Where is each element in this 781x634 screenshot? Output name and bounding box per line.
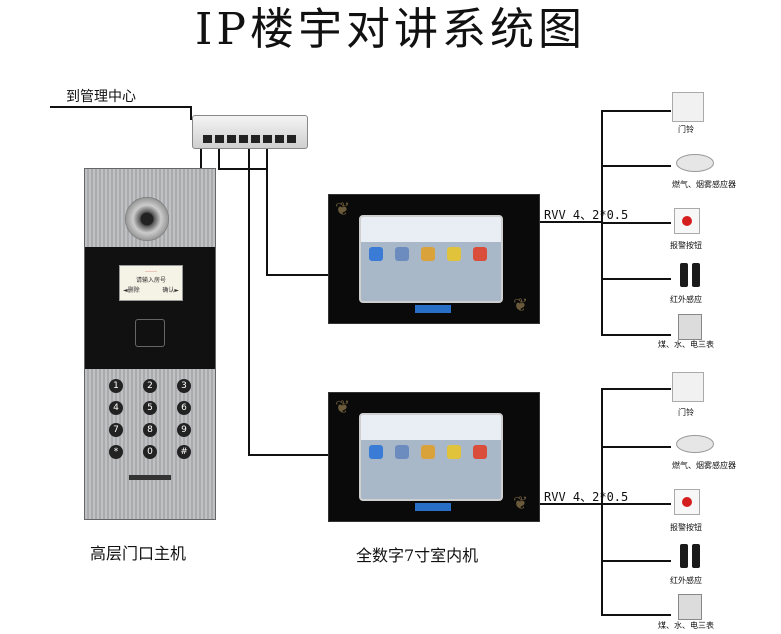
smoke-detector-icon [676, 154, 714, 172]
alarm-button-icon [674, 208, 700, 234]
management-center-label: 到管理中心 [66, 89, 136, 105]
infrared-sensor-icon [680, 544, 688, 568]
door-station-label: 高层门口主机 [90, 544, 187, 563]
brand-logo [415, 305, 451, 313]
keypad-key[interactable]: 9 [177, 423, 191, 437]
device-label: 煤、水、电三表 [658, 621, 714, 630]
keypad-key[interactable]: 2 [143, 379, 157, 393]
keypad-key[interactable]: 6 [177, 401, 191, 415]
keypad-key[interactable]: # [177, 445, 191, 459]
indoor-monitor-bottom: ❦ ❦ [328, 392, 540, 522]
diagram-title: IP楼宇对讲系统图 [195, 4, 586, 55]
utility-meter-icon [678, 314, 702, 340]
keypad-key[interactable]: 5 [143, 401, 157, 415]
device-label: 红外感应 [670, 295, 702, 304]
device-label: 报警按钮 [670, 523, 702, 532]
keypad-key[interactable]: 0 [143, 445, 157, 459]
keypad-key[interactable]: 4 [109, 401, 123, 415]
speaker-grille [129, 475, 171, 480]
door-station-lcd: …… 请输入房号 ◄删除确认► [119, 265, 183, 301]
keypad-key[interactable]: 7 [109, 423, 123, 437]
keypad-key[interactable]: 1 [109, 379, 123, 393]
door-station-unit: …… 请输入房号 ◄删除确认► 1 2 3 4 5 6 7 8 9 * 0 # [84, 168, 216, 520]
infrared-sensor-icon [692, 544, 700, 568]
device-label: 报警按钮 [670, 241, 702, 250]
indoor-monitor-top: ❦ ❦ [328, 194, 540, 324]
doorbell-icon [672, 372, 704, 402]
monitor-screen [359, 215, 503, 303]
device-label: 燃气、烟雾感应器 [672, 461, 736, 470]
infrared-sensor-icon [692, 263, 700, 287]
device-label: 红外感应 [670, 576, 702, 585]
keypad-key[interactable]: 8 [143, 423, 157, 437]
device-label: 燃气、烟雾感应器 [672, 180, 736, 189]
camera-icon [125, 197, 169, 241]
card-reader-icon [135, 319, 165, 347]
device-label: 门铃 [678, 125, 694, 134]
network-switch [192, 115, 308, 149]
smoke-detector-icon [676, 435, 714, 453]
monitor-screen [359, 413, 503, 501]
cable-spec-top: RVV 4、2*0.5 [544, 208, 629, 222]
device-label: 煤、水、电三表 [658, 340, 714, 349]
brand-logo [415, 503, 451, 511]
alarm-button-icon [674, 489, 700, 515]
cable-spec-bottom: RVV 4、2*0.5 [544, 490, 629, 504]
infrared-sensor-icon [680, 263, 688, 287]
device-label: 门铃 [678, 408, 694, 417]
indoor-monitor-label: 全数字7寸室内机 [356, 546, 479, 565]
keypad-key[interactable]: 3 [177, 379, 191, 393]
utility-meter-icon [678, 594, 702, 620]
doorbell-icon [672, 92, 704, 122]
keypad-key[interactable]: * [109, 445, 123, 459]
